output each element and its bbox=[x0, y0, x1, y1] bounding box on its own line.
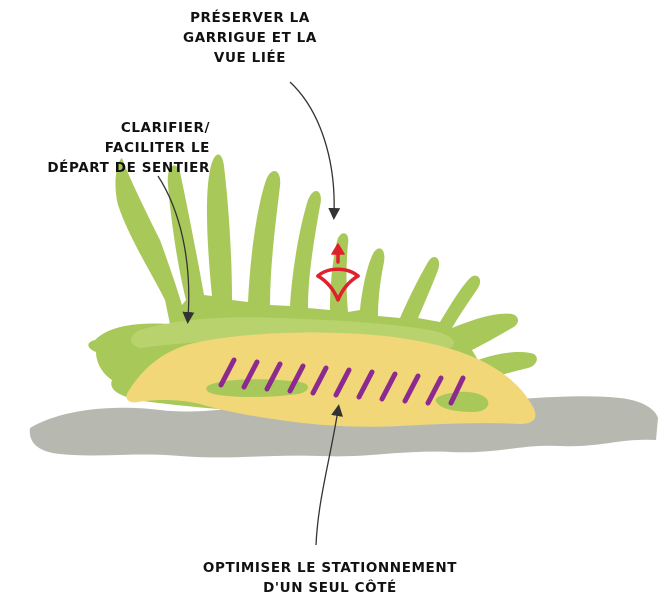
annotation-sentier-line-1: Clarifier/ bbox=[30, 118, 210, 138]
annotation-stationnement-line-2: d'un seul côté bbox=[110, 578, 550, 598]
annotation-garrigue-line-3: vue liée bbox=[150, 48, 350, 68]
annotation-garrigue-line-2: garrigue et la bbox=[150, 28, 350, 48]
annotation-garrigue-line-1: Préserver la bbox=[150, 8, 350, 28]
annotation-sentier-line-3: départ de sentier bbox=[30, 158, 210, 178]
annotation-parking: Optimiser le stationnement d'un seul côt… bbox=[110, 558, 550, 598]
annotation-stationnement-line-1: Optimiser le stationnement bbox=[110, 558, 550, 578]
annotation-preserve-garrigue: Préserver la garrigue et la vue liée bbox=[150, 8, 350, 68]
annotation-trail-start: Clarifier/ faciliter le départ de sentie… bbox=[30, 118, 210, 178]
annotation-sentier-line-2: faciliter le bbox=[30, 138, 210, 158]
